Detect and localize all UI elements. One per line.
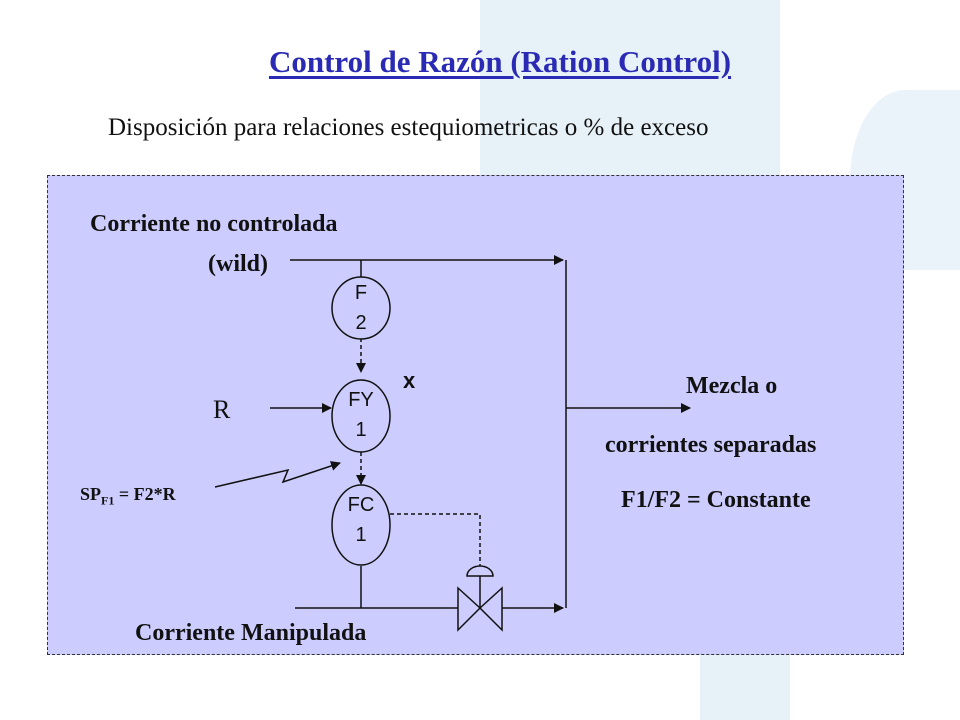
setpoint-signal-line (214, 461, 341, 488)
controller-output-line (390, 513, 481, 566)
instrument-fc1: FC 1 (333, 490, 389, 550)
instrument-fy1: FY 1 (333, 385, 389, 445)
page-title: Control de Razón (Ration Control) (268, 44, 732, 79)
page-subtitle: Disposición para relaciones estequiometr… (108, 114, 709, 141)
wild-stream-label-sub: (wild) (208, 251, 268, 277)
instrument-f2-bubble (331, 276, 391, 340)
instrument-fc1-bubble (331, 484, 391, 566)
mix-label-line3: F1/F2 = Constante (621, 487, 811, 513)
instrument-number: 1 (355, 524, 367, 546)
instrument-fy1-bubble (331, 379, 391, 453)
setpoint-main: SP (80, 484, 102, 504)
instrument-f2: F 2 (333, 278, 389, 338)
setpoint-subscript: F1 (101, 493, 115, 508)
setpoint-formula: = F2*R (114, 484, 176, 504)
ratio-input-label: R (213, 395, 231, 424)
mix-label-line2: corrientes separadas (605, 432, 817, 458)
manipulated-stream-label: Corriente Manipulada (135, 620, 367, 646)
mix-label-line1: Mezcla o (686, 373, 778, 399)
multiply-symbol: x (403, 368, 416, 393)
control-valve-icon (457, 565, 503, 632)
instrument-tag: F (354, 282, 368, 304)
setpoint-label: SPF1 = F2*R (80, 484, 176, 509)
instrument-tag: FY (348, 389, 374, 411)
background-shape-top-right (480, 0, 780, 175)
instrument-number: 2 (355, 312, 367, 334)
instrument-tag: FC (347, 494, 375, 516)
wild-stream-label: Corriente no controlada (90, 211, 338, 237)
instrument-number: 1 (355, 419, 367, 441)
